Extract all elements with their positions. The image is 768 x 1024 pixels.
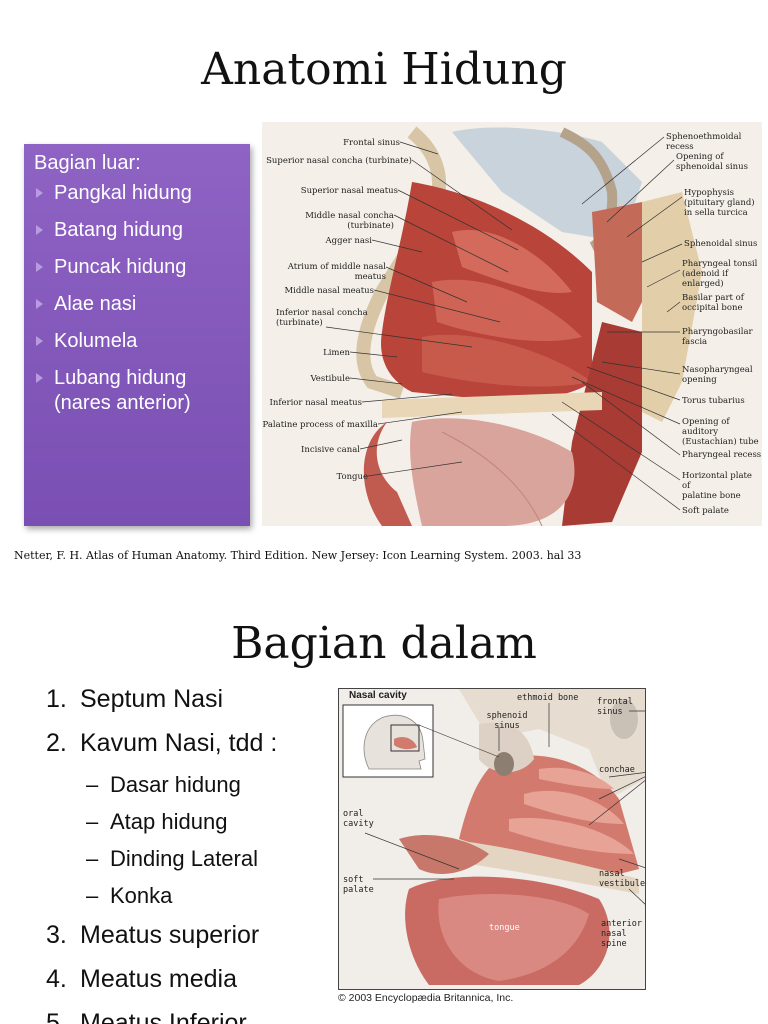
label-superior-meatus: Superior nasal meatus — [282, 186, 398, 196]
label-agger-nasi: Agger nasi — [312, 236, 372, 246]
slide-title: Anatomi Hidung — [0, 44, 768, 95]
label-pharyngeal-tonsil: Pharyngeal tonsil (adenoid if enlarged) — [682, 259, 762, 289]
label-oral-cavity: oral cavity — [343, 809, 393, 829]
label-soft-palate: Soft palate — [682, 506, 762, 516]
label-anterior-nasal-spine: anterior nasal spine — [601, 919, 645, 949]
nasal-cavity-illustration: Nasal cavity ethmoid bone sphenoid sinus… — [338, 688, 646, 990]
box-heading: Bagian luar: — [34, 152, 242, 175]
label-torus-tubarius: Torus tubarius — [682, 396, 762, 406]
sub-list-item: –Konka — [86, 883, 277, 909]
list-item: 1.Septum Nasi — [46, 684, 277, 714]
list-item: Batang hidung — [34, 218, 242, 243]
label-vestibule: Vestibule — [292, 374, 350, 384]
label-middle-meatus: Middle nasal meatus — [272, 286, 374, 296]
label-basilar-occipital: Basilar part of occipital bone — [682, 293, 762, 313]
arrow-bullet-icon — [36, 336, 43, 346]
list-item: Alae nasi — [34, 292, 242, 317]
external-parts-box: Bagian luar: Pangkal hidung Batang hidun… — [24, 144, 250, 526]
figure-heading: Nasal cavity — [349, 691, 407, 701]
list-item: Lubang hidung (nares anterior) — [34, 366, 242, 416]
label-soft-palate: soft palate — [343, 875, 383, 895]
label-sphenoid-sinus: sphenoid sinus — [477, 711, 537, 731]
label-conchae: conchae — [599, 765, 645, 775]
label-frontal-sinus: Frontal sinus — [342, 138, 400, 148]
label-middle-concha: Middle nasal concha (turbinate) — [262, 211, 394, 231]
slide-anatomi-hidung: Anatomi Hidung Bagian luar: Pangkal hidu… — [0, 0, 768, 576]
arrow-bullet-icon — [36, 188, 43, 198]
internal-parts-list: 1.Septum Nasi 2.Kavum Nasi, tdd : –Dasar… — [46, 684, 277, 1024]
label-sphenoidal-sinus: Sphenoidal sinus — [684, 239, 762, 249]
nasal-sagittal-illustration: Frontal sinus Superior nasal concha (tur… — [262, 122, 762, 526]
label-pharyngobasilar-fascia: Pharyngobasilar fascia — [682, 327, 762, 347]
label-incisive-canal: Incisive canal — [292, 445, 360, 455]
label-superior-concha: Superior nasal concha (turbinate) — [262, 156, 412, 166]
label-atrium-middle-meatus: Atrium of middle nasal meatus — [262, 262, 386, 282]
list-item: 4.Meatus media — [46, 964, 277, 994]
sub-list-item: –Dasar hidung — [86, 772, 277, 798]
image-credit: © 2003 Encyclopædia Britannica, Inc. — [338, 992, 513, 1004]
label-sphenoethmoidal-recess: Sphenoethmoidal recess — [666, 132, 762, 152]
slide-title: Bagian dalam — [0, 618, 768, 669]
label-limen: Limen — [302, 348, 350, 358]
citation: Netter, F. H. Atlas of Human Anatomy. Th… — [14, 549, 581, 562]
label-opening-sphenoidal-sinus: Opening of sphenoidal sinus — [676, 152, 762, 172]
arrow-bullet-icon — [36, 225, 43, 235]
label-ethmoid-bone: ethmoid bone — [517, 693, 607, 703]
slide-bagian-dalam: Bagian dalam 1.Septum Nasi 2.Kavum Nasi,… — [0, 596, 768, 1024]
arrow-bullet-icon — [36, 373, 43, 383]
list-item: Pangkal hidung — [34, 181, 242, 206]
label-auditory-tube-opening: Opening of auditory (Eustachian) tube — [682, 417, 762, 447]
list-item: 3.Meatus superior — [46, 920, 277, 950]
label-tongue: tongue — [489, 923, 549, 933]
label-nasal-vestibule: nasal vestibule — [599, 869, 645, 889]
sub-list-item: –Dinding Lateral — [86, 846, 277, 872]
label-inferior-meatus: Inferior nasal meatus — [262, 398, 362, 408]
list-item: Puncak hidung — [34, 255, 242, 280]
label-inferior-concha: Inferior nasal concha (turbinate) — [276, 308, 376, 328]
label-nasopharyngeal-opening: Nasopharyngeal opening — [682, 365, 762, 385]
sub-list-item: –Atap hidung — [86, 809, 277, 835]
label-hypophysis: Hypophysis (pituitary gland) in sella tu… — [684, 188, 762, 218]
arrow-bullet-icon — [36, 299, 43, 309]
arrow-bullet-icon — [36, 262, 43, 272]
label-horizontal-plate: Horizontal plate of palatine bone — [682, 471, 762, 501]
label-palatine-process: Palatine process of maxilla — [262, 420, 378, 430]
list-item: Kolumela — [34, 329, 242, 354]
label-frontal-sinus: frontal sinus — [597, 697, 643, 717]
nasal-cavity-drawing — [339, 689, 645, 989]
list-item: 2.Kavum Nasi, tdd : — [46, 728, 277, 758]
label-tongue: Tongue — [312, 472, 368, 482]
list-item: 5.Meatus Inferior — [46, 1008, 277, 1024]
external-parts-list: Pangkal hidung Batang hidung Puncak hidu… — [34, 181, 242, 416]
label-pharyngeal-recess: Pharyngeal recess — [682, 450, 762, 460]
